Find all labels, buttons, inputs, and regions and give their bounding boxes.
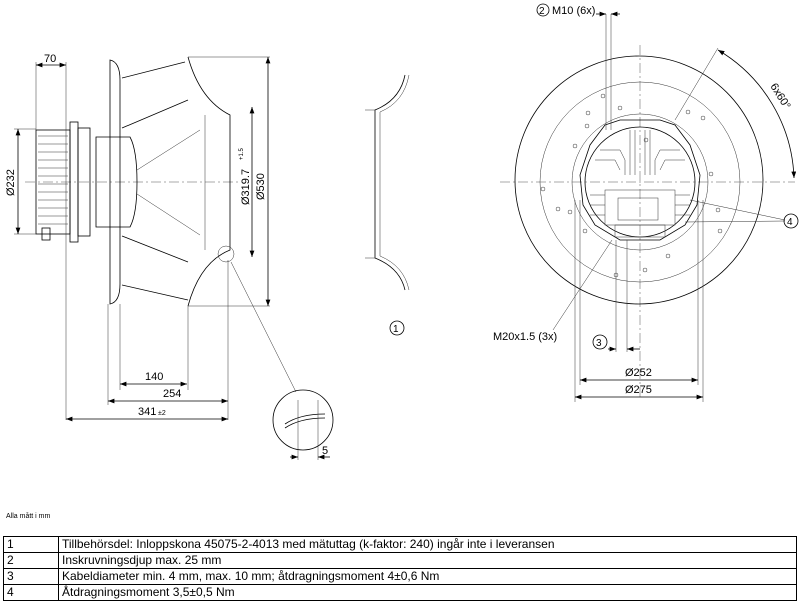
dim-5: 5	[322, 445, 328, 457]
dim-d319: Ø319.7	[240, 169, 252, 205]
mounting-holes	[540, 93, 723, 278]
dim-70: 70	[44, 53, 56, 65]
m20-label: M20x1.5 (3x)	[493, 331, 557, 343]
row-number: 3	[3, 568, 59, 585]
side-view: 70 Ø232 Ø319.7 +1.5 Ø530 140 254 341 ±2 …	[5, 53, 334, 460]
callout-4: 4	[787, 217, 793, 228]
motor	[35, 121, 138, 243]
detail-circle	[272, 389, 334, 451]
callout-2: 2	[539, 6, 545, 17]
motor-flange	[579, 119, 701, 241]
inlet-cone: 1	[365, 74, 410, 336]
row-text: Tillbehörsdel: Inloppskona 45075-2-4013 …	[58, 536, 797, 553]
dim-254: 254	[163, 388, 181, 400]
dim-d319-tol: +1.5	[239, 147, 245, 160]
impeller	[109, 56, 270, 307]
m10-label: M10 (6x)	[552, 5, 595, 17]
dim-341-tol: ±2	[158, 410, 166, 417]
angle-label: 6x60°	[767, 81, 792, 111]
row-text: Åtdragningsmoment 3,5±0,5 Nm	[58, 584, 797, 601]
front-view: 2 M10 (6x) 6x60° 4 M20x1.5 (3x) 3 Ø252 Ø…	[493, 3, 799, 402]
callout-1: 1	[393, 324, 399, 335]
dim-140: 140	[145, 371, 163, 383]
row-number: 1	[3, 536, 59, 553]
units-note: Alla mått i mm	[6, 513, 51, 520]
technical-drawing: 70 Ø232 Ø319.7 +1.5 Ø530 140 254 341 ±2 …	[5, 3, 799, 460]
dim-d275: Ø275	[625, 384, 652, 396]
dim-d530: Ø530	[255, 173, 267, 200]
dim-d232: Ø232	[5, 169, 17, 196]
row-number: 4	[3, 584, 59, 601]
outer-ring	[514, 55, 764, 305]
row-number: 2	[3, 552, 59, 569]
row-text: Inskruvningsdjup max. 25 mm	[58, 552, 797, 569]
callout-3: 3	[596, 338, 602, 349]
dim-d252: Ø252	[625, 367, 652, 379]
dim-341: 341	[138, 406, 156, 418]
row-text: Kabeldiameter min. 4 mm, max. 10 mm; åtd…	[58, 568, 797, 585]
